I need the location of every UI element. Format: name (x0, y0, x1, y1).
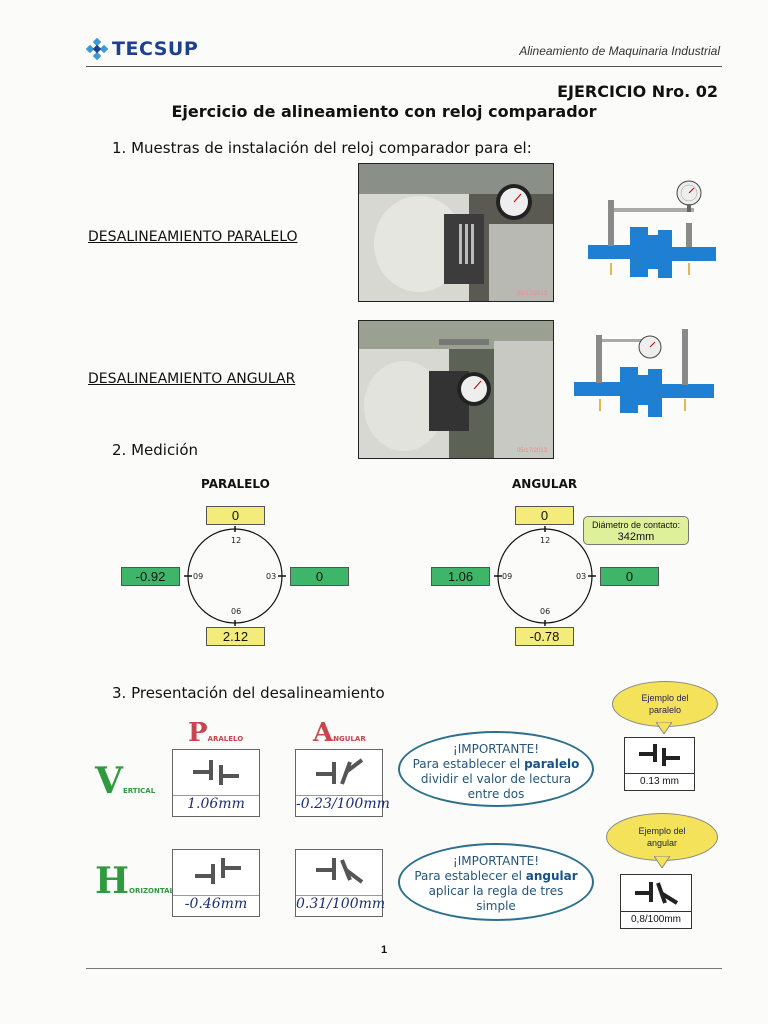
reading-top-paralelo: 0 (206, 506, 265, 525)
example-cell-angular: 0,8/100mm (620, 874, 692, 929)
column-header-angular: ANGULAR (313, 718, 366, 748)
diagram-parallel-setup (588, 180, 716, 278)
example-bubble-angular: Ejemplo del angular (606, 813, 718, 861)
value-vertical-paralelo: 1.06mm (187, 796, 245, 812)
dial-circle-angular (494, 526, 596, 626)
example-bubble-paralelo: Ejemplo del paralelo (612, 681, 718, 727)
reading-right-paralelo: 0 (290, 567, 349, 586)
value-horizontal-paralelo: -0.46mm (184, 896, 248, 912)
caption-paralelo: PARALELO (201, 477, 270, 491)
tick-03: 03 (266, 572, 277, 581)
tecsup-emblem-icon (86, 38, 108, 60)
photo-parallel-setup: 05/17/2013 (358, 163, 554, 302)
tick-03: 03 (576, 572, 587, 581)
contact-diameter-value: 342mm (617, 531, 655, 543)
note-heading: ¡IMPORTANTE! (452, 742, 540, 756)
reading-left-angular: 1.06 (431, 567, 490, 586)
tick-12: 12 (540, 536, 551, 545)
reading-bottom-angular: -0.78 (515, 627, 574, 646)
reading-top-angular: 0 (515, 506, 574, 525)
tick-09: 09 (193, 572, 204, 581)
tick-09: 09 (502, 572, 513, 581)
header-divider (86, 66, 722, 67)
note-heading: ¡IMPORTANTE! (452, 854, 540, 868)
tick-06: 06 (540, 607, 551, 616)
cell-vertical-paralelo: 1.06mm (172, 749, 260, 817)
reading-right-angular: 0 (600, 567, 659, 586)
cell-vertical-angular: -0.23/100mm (295, 749, 390, 817)
photo-date: 05/17/2013 (516, 448, 547, 454)
example-value-angular: 0,8/100mm (621, 911, 691, 928)
bubble-pointer (654, 856, 670, 868)
diagram-angular-setup (574, 329, 714, 417)
note-important-angular: ¡IMPORTANTE! Para establecer el angular … (398, 843, 594, 921)
coupling-angular-icon (635, 882, 679, 905)
bubble-pointer (656, 722, 672, 734)
value-vertical-angular: -0.23/100mm (296, 796, 390, 812)
photo-date: 05/17/2013 (516, 291, 547, 297)
coupling-angular-icon (316, 858, 364, 884)
photo-angular-setup: 05/17/2013 (358, 320, 554, 459)
coupling-symbol-icon (193, 760, 239, 785)
tick-06: 06 (231, 607, 242, 616)
column-header-paralelo: PARALELO (188, 718, 244, 748)
example-value-paralelo: 0.13 mm (625, 773, 694, 790)
section1-title: 1. Muestras de instalación del reloj com… (112, 139, 532, 157)
label-parallel-misalignment: DESALINEAMIENTO PARALELO (88, 229, 298, 245)
reading-left-paralelo: -0.92 (121, 567, 180, 586)
contact-diameter-note: Diámetro de contacto: 342mm (583, 516, 689, 545)
cell-horizontal-angular: 0.31/100mm (295, 849, 386, 917)
section3-title: 3. Presentación del desalineamiento (112, 684, 385, 702)
exercise-title: Ejercicio de alineamiento con reloj comp… (171, 102, 597, 121)
logo-text: TECSUP (112, 38, 199, 60)
row-header-vertical: VERTICAL (95, 760, 156, 802)
cell-horizontal-paralelo: -0.46mm (172, 849, 260, 917)
footer-divider (86, 968, 722, 969)
value-horizontal-angular: 0.31/100mm (296, 896, 386, 912)
dial-circle-paralelo (184, 526, 286, 626)
coupling-symbol-icon (195, 858, 241, 884)
coupling-symbol-icon (639, 744, 680, 766)
caption-angular: ANGULAR (512, 477, 578, 491)
row-header-horizontal: HORIZONTAL (95, 860, 174, 902)
label-angular-misalignment: DESALINEAMIENTO ANGULAR (88, 371, 296, 387)
course-title: Alineamiento de Maquinaria Industrial (519, 44, 720, 58)
tecsup-logo: TECSUP (86, 38, 198, 60)
reading-bottom-paralelo: 2.12 (206, 627, 265, 646)
exercise-number: EJERCICIO Nro. 02 (557, 82, 718, 101)
note-important-paralelo: ¡IMPORTANTE! Para establecer el paralelo… (398, 731, 594, 807)
page-number: 1 (380, 944, 388, 956)
contact-diameter-label: Diámetro de contacto: (591, 520, 681, 530)
example-cell-paralelo: 0.13 mm (624, 737, 695, 791)
section2-title: 2. Medición (112, 441, 199, 459)
coupling-angular-icon (316, 758, 364, 785)
tick-12: 12 (231, 536, 242, 545)
